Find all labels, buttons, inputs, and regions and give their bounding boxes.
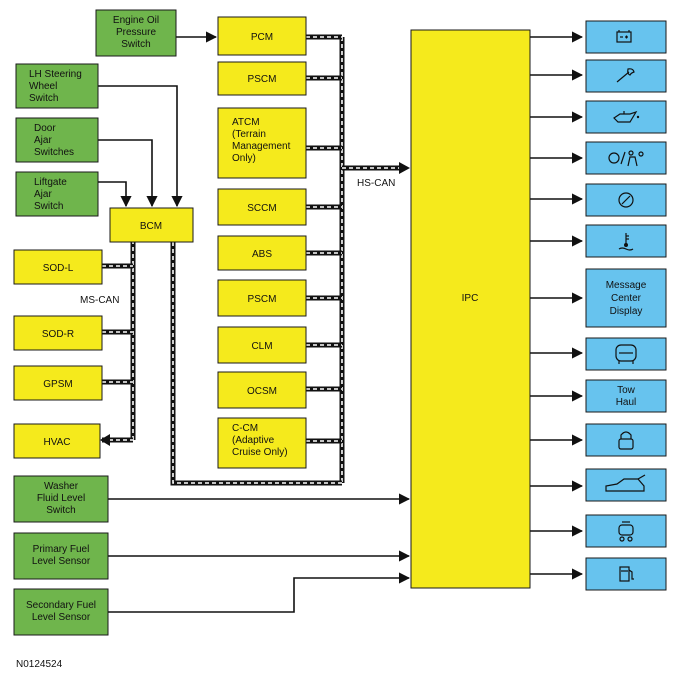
module-label: PSCM [248, 74, 277, 85]
output-vehicle-front [585, 337, 667, 371]
output-message-center-display: Message Center Display [585, 268, 667, 328]
module-clm: CLM [217, 326, 307, 364]
module-hvac: HVAC [13, 423, 101, 459]
module-label: (Terrain [232, 129, 266, 140]
lock-icon [618, 431, 634, 450]
module-c-cm: C-CM (Adaptive Cruise Only) [217, 417, 307, 469]
signal-wires [98, 31, 584, 613]
input-label-line: Switch [29, 93, 58, 104]
input-label-line: Secondary Fuel [26, 600, 96, 611]
speed-control-icon [618, 192, 634, 208]
output-label: Message [606, 280, 647, 291]
output-airbag [585, 141, 667, 175]
input-liftgate-ajar-switch: Liftgate Ajar Switch [15, 171, 99, 217]
output-label: Display [610, 306, 643, 317]
module-label: SOD-R [42, 329, 74, 340]
module-label: SCCM [247, 203, 276, 214]
input-label-line: Level Sensor [32, 612, 91, 623]
module-atcm: ATCM (Terrain Management Only) [217, 107, 307, 179]
output-liftgate [585, 468, 667, 502]
output-label: Haul [616, 397, 637, 408]
module-label: Cruise Only) [232, 447, 288, 458]
input-label-line: LH Steering [29, 69, 82, 80]
module-sod-r: SOD-R [13, 315, 103, 351]
input-label-line: Switch [34, 201, 63, 212]
module-label: CLM [251, 341, 272, 352]
input-label-line: Ajar [34, 135, 52, 146]
oil-can-icon [613, 110, 640, 123]
input-label-line: Washer [44, 481, 79, 492]
input-primary-fuel-level-sensor: Primary Fuel Level Sensor [13, 532, 109, 580]
input-label-line: Pressure [116, 27, 156, 38]
traction-icon [618, 521, 634, 542]
module-label: PSCM [248, 294, 277, 305]
battery-icon [616, 30, 632, 43]
output-fuel [585, 557, 667, 591]
input-label-line: Door [34, 123, 56, 134]
input-label-line: Switch [46, 505, 75, 516]
hs-can-label: HS-CAN [357, 178, 395, 189]
module-label: OCSM [247, 386, 277, 397]
module-label: SOD-L [43, 263, 74, 274]
module-sod-l: SOD-L [13, 249, 103, 285]
vehicle-front-icon [615, 344, 637, 364]
input-label-line: Engine Oil [113, 15, 159, 26]
hs-can-bus [170, 34, 410, 486]
module-label: Only) [232, 153, 256, 164]
liftgate-open-icon [605, 474, 646, 492]
module-label: BCM [140, 221, 162, 232]
module-label: Management [232, 141, 291, 152]
module-label: PCM [251, 32, 273, 43]
ms-can-label: MS-CAN [80, 295, 119, 306]
module-bcm: BCM [109, 207, 194, 243]
output-speed-control [585, 183, 667, 217]
output-battery [585, 20, 667, 54]
module-label: ATCM [232, 117, 260, 128]
module-pscm: PSCM [217, 61, 307, 96]
module-label: ABS [252, 249, 272, 260]
input-label-line: Switches [34, 147, 74, 158]
module-pscm-2: PSCM [217, 279, 307, 317]
input-secondary-fuel-level-sensor: Secondary Fuel Level Sensor [13, 588, 109, 636]
input-lh-steering-wheel-switch: LH Steering Wheel Switch [15, 63, 99, 109]
airbag-seatbelt-icon [608, 150, 644, 167]
input-label-line: Ajar [34, 189, 52, 200]
module-gpsm: GPSM [13, 365, 103, 401]
module-pcm: PCM [217, 16, 307, 56]
input-door-ajar-switches: Door Ajar Switches [15, 117, 99, 163]
wrench-icon [616, 68, 635, 83]
input-label-line: Level Sensor [32, 556, 91, 567]
output-hill-descent [585, 514, 667, 548]
module-sccm: SCCM [217, 188, 307, 226]
figure-id: N0124524 [16, 659, 63, 670]
output-tow-haul: Tow Haul [585, 379, 667, 413]
input-engine-oil-pressure-switch: Engine Oil Pressure Switch [95, 9, 177, 57]
coolant-temperature-icon [618, 233, 634, 251]
module-abs: ABS [217, 235, 307, 271]
ms-can-bus [100, 240, 136, 446]
module-label: HVAC [43, 437, 70, 448]
output-wrench [585, 59, 667, 93]
module-ipc: IPC [410, 29, 531, 589]
output-coolant [585, 224, 667, 258]
output-label: Center [611, 293, 642, 304]
module-label: (Adaptive [232, 435, 275, 446]
input-label-line: Wheel [29, 81, 57, 92]
ipc-label: IPC [462, 293, 479, 304]
output-label: Tow [617, 385, 636, 396]
input-washer-fluid-level-switch: Washer Fluid Level Switch [13, 475, 109, 523]
output-door-lock [585, 423, 667, 457]
input-label-line: Switch [121, 39, 150, 50]
module-label: C-CM [232, 423, 258, 434]
input-label-line: Fluid Level [37, 493, 85, 504]
input-label-line: Liftgate [34, 177, 67, 188]
module-ocsm: OCSM [217, 371, 307, 409]
module-label: GPSM [43, 379, 72, 390]
output-oil [585, 100, 667, 134]
input-label-line: Primary Fuel [33, 544, 90, 555]
fuel-pump-icon [619, 566, 634, 582]
